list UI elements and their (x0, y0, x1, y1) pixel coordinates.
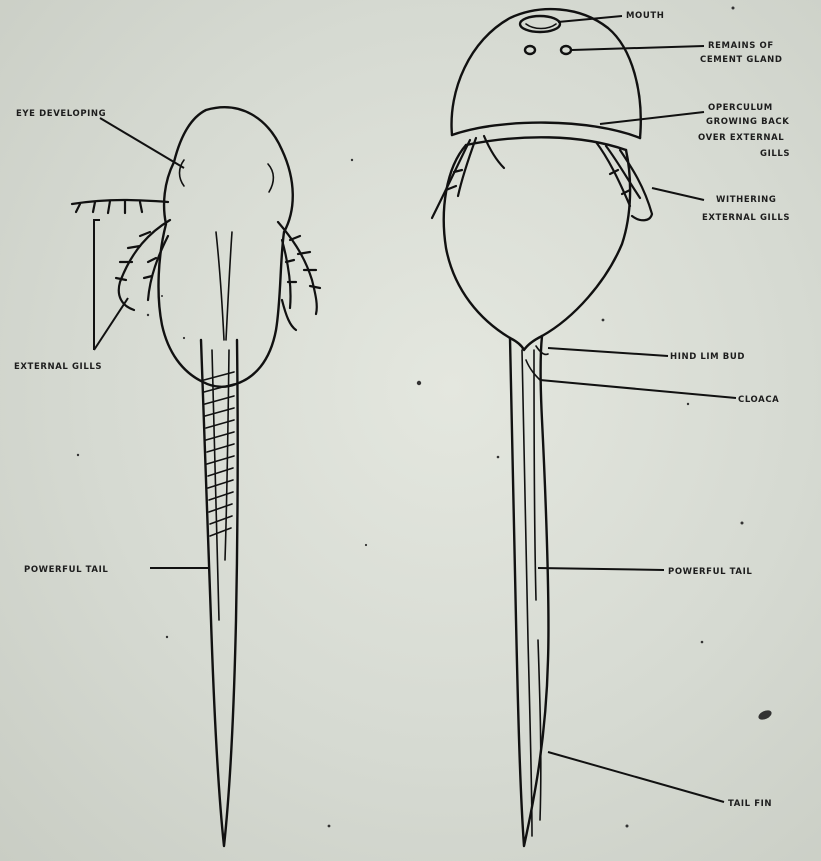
leader-withering-gills (652, 188, 704, 200)
left-body-ridge-2 (226, 232, 232, 340)
leader-eye (100, 118, 184, 168)
right-labels: MOUTH REMAINS OF CEMENT GLAND OPERCULUM … (626, 11, 790, 809)
label-operculum-line1: OPERCULUM (708, 103, 773, 113)
label-withering-line2: EXTERNAL GILLS (702, 213, 790, 223)
label-cement-gland-line1: REMAINS OF (708, 41, 774, 51)
leader-gills-a (94, 220, 100, 350)
right-operculum-band (452, 123, 640, 138)
right-cement-gland-right (561, 46, 571, 54)
label-operculum-line3: OVER EXTERNAL (698, 133, 784, 143)
right-tail-inner-2 (534, 350, 536, 600)
leader-cloaca (540, 380, 736, 398)
label-operculum-line2: GROWING BACK (706, 117, 789, 127)
leader-tail-fin (548, 752, 724, 802)
right-cement-gland-left (525, 46, 535, 54)
leader-operculum (600, 112, 704, 124)
right-tadpole (432, 9, 736, 846)
label-hind-limb-bud: HIND LIM BUD (670, 352, 745, 362)
leader-right-tail (538, 568, 664, 570)
right-tail-outline (510, 336, 548, 846)
left-eye-left (180, 160, 185, 186)
label-right-powerful-tail: POWERFUL TAIL (668, 567, 752, 577)
left-tail-muscle-bands (204, 372, 234, 536)
label-mouth: MOUTH (626, 11, 665, 21)
label-withering-line1: WITHERING (716, 195, 776, 205)
right-withering-gills-left (432, 136, 504, 218)
leader-cement-gland (572, 46, 704, 50)
label-left-powerful-tail: POWERFUL TAIL (24, 565, 108, 575)
right-mouth-lip (526, 24, 556, 29)
right-tail-fin-edge (538, 640, 541, 820)
left-eye-right (268, 164, 273, 192)
left-head-outline (159, 107, 293, 387)
right-tail-inner-1 (522, 350, 532, 836)
right-withering-gills-right (596, 142, 652, 220)
left-body-ridge (216, 232, 224, 340)
leader-hind-limb (548, 348, 668, 356)
label-operculum-line4: GILLS (760, 149, 790, 159)
paper-speckles (77, 7, 773, 828)
label-external-gills: EXTERNAL GILLS (14, 362, 102, 372)
right-cloaca (526, 360, 540, 380)
label-tail-fin: TAIL FIN (728, 799, 772, 809)
label-cloaca: CLOACA (738, 395, 779, 405)
label-eye-developing: EYE DEVELOPING (16, 109, 106, 119)
left-external-gills-left (72, 200, 170, 310)
label-cement-gland-line2: CEMENT GLAND (700, 55, 783, 65)
leader-gills-b (94, 298, 128, 350)
left-tadpole (72, 107, 320, 846)
